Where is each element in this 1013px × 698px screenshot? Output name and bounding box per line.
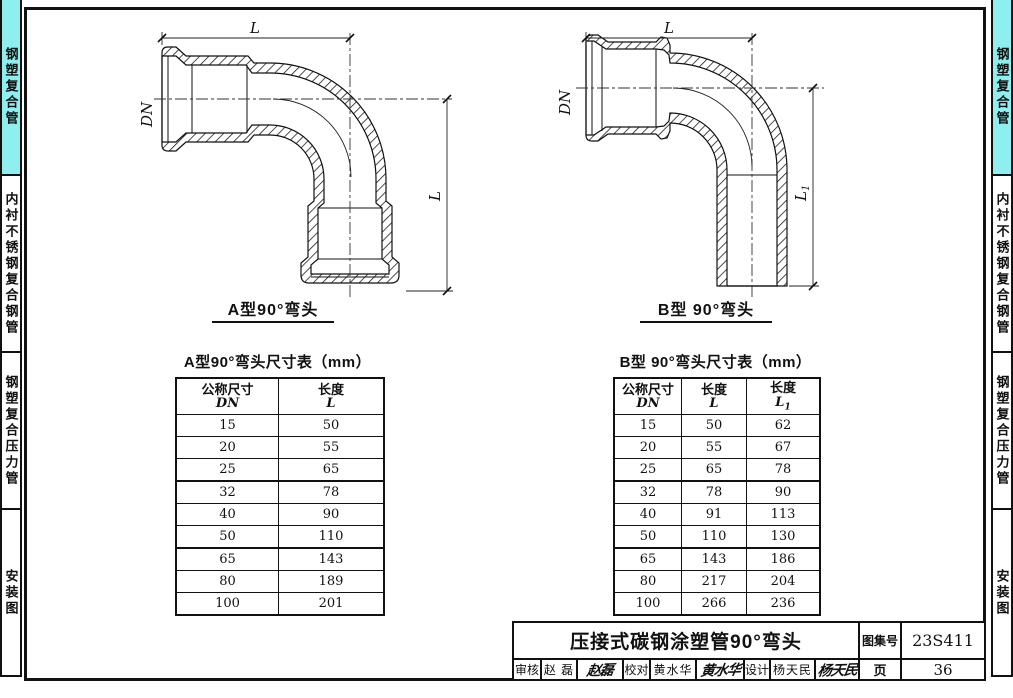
bend-axis-arc (272, 98, 352, 178)
sidebar-label: 安装图 (994, 568, 1010, 617)
atlas-number-label: 图集号 (858, 623, 900, 658)
table-header-row: 公称尺寸 DN 长度 L (175, 377, 385, 415)
title-block: 压接式碳钢涂塑管90°弯头 图集号 23S411 审核 赵 磊 赵磊 校对 黄水… (512, 621, 986, 681)
sidebar-label: 钢塑复合管 (3, 47, 19, 127)
bend-axis-arc (672, 87, 753, 168)
col-header-length: 长度 L (278, 377, 385, 415)
dim-tick (442, 94, 452, 104)
sidebar-right-item-lined-steel-pipe: 内衬不锈钢复合钢管 (991, 174, 1013, 353)
designer-signature: 杨天民 (814, 660, 858, 679)
sidebar-left-item-gsf-pipe: 钢塑复合管 (0, 0, 22, 176)
reviewer-label: 审核 (514, 663, 539, 677)
elbow-a-caption: A型90°弯头 (212, 296, 334, 323)
checker-name: 黄水华 (649, 660, 695, 679)
sidebar-label: 内衬不锈钢复合钢管 (994, 191, 1010, 336)
sidebar-right-item-gsf-pipe: 钢塑复合管 (991, 0, 1013, 176)
page-label: 页 (858, 660, 900, 679)
col-header-dn: 公称尺寸 DN (175, 377, 279, 415)
elbow-b-wall-hatch (586, 35, 787, 286)
checker-label: 校对 (622, 660, 649, 679)
drawing-frame (24, 7, 986, 681)
elbow-a-bore-outline (161, 55, 390, 275)
sidebar-right-item-pressure-pipe: 钢塑复合压力管 (991, 351, 1013, 510)
sheet-title: 压接式碳钢涂塑管90°弯头 (570, 632, 802, 653)
dim-tick (345, 33, 355, 43)
elbow-b-bore-outline (585, 40, 778, 287)
checker-signature: 黄水华 (695, 660, 743, 679)
table-a-title: A型90°弯头尺寸表（mm） (183, 354, 372, 371)
dim-tick (808, 281, 818, 291)
dim-tick (157, 33, 167, 43)
atlas-number-value: 23S411 (900, 623, 984, 658)
col-header-dn: 公称尺寸 DN (613, 377, 682, 415)
dn-label: DN (556, 89, 574, 116)
dim-label-top: L (663, 19, 674, 37)
reviewer-signature: 赵磊 (576, 660, 622, 679)
page-number: 36 (900, 660, 984, 679)
sidebar-label: 安装图 (3, 568, 19, 617)
sidebar-right-item-installation: 安装图 (991, 508, 1013, 677)
table-header-row: 公称尺寸 DN 长度 L 长度 L1 (613, 377, 821, 415)
sidebar-label: 钢塑复合压力管 (994, 374, 1010, 487)
sidebar-label: 钢塑复合管 (994, 47, 1010, 127)
elbow-a-wall-hatch (162, 47, 399, 283)
dim-label-right: L1 (792, 185, 812, 202)
dim-label-top: L (249, 19, 260, 37)
reviewer-name: 赵 磊 (540, 660, 576, 679)
elbow-b-outer-outline (585, 34, 788, 287)
elbow-b-caption: B型 90°弯头 (640, 296, 772, 323)
title-block-row-1: 压接式碳钢涂塑管90°弯头 图集号 23S411 (514, 623, 984, 660)
sidebar-left-item-lined-steel-pipe: 内衬不锈钢复合钢管 (0, 174, 22, 353)
dim-tick (808, 83, 818, 93)
dim-tick (442, 286, 452, 296)
dn-label: DN (140, 101, 156, 128)
col-header-length-l: 长度 L (681, 377, 747, 415)
elbow-b-drawing: L L1 DN (556, 19, 824, 297)
dim-label-right: L (426, 191, 444, 202)
sidebar-left-item-pressure-pipe: 钢塑复合压力管 (0, 351, 22, 510)
col-header-length-l1: 长度 L1 (746, 377, 821, 415)
designer-label: 设计 (743, 660, 769, 679)
dim-tick (581, 33, 591, 43)
designer-name: 杨天民 (769, 660, 814, 679)
dim-tick (747, 33, 757, 43)
sidebar-left-item-installation: 安装图 (0, 508, 22, 677)
sidebar-label: 内衬不锈钢复合钢管 (3, 191, 19, 336)
title-block-row-2: 审核 赵 磊 赵磊 校对 黄水华 黄水华 设计 杨天民 杨天民 页 36 (514, 660, 984, 679)
elbow-a-drawing: L L DN (140, 19, 453, 297)
elbow-a-outer-outline (161, 46, 400, 284)
table-b-title: B型 90°弯头尺寸表（mm） (619, 354, 812, 371)
sidebar-label: 钢塑复合压力管 (3, 374, 19, 487)
